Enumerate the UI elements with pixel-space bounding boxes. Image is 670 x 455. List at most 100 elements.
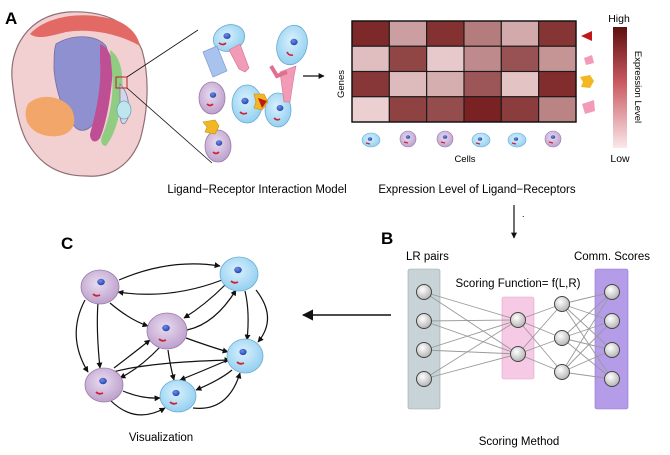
heatmap-cell-r4-c6	[538, 96, 577, 123]
cell-icon-5	[507, 132, 527, 148]
network-edge	[561, 303, 613, 351]
heatmap-cell-r4-c2	[388, 96, 428, 123]
graph-edge-5	[186, 289, 237, 331]
graph-edge-3	[109, 302, 149, 328]
graph-edge-2	[117, 279, 223, 296]
network-node-l3-n2	[554, 330, 570, 346]
cell-icon-3	[436, 130, 454, 148]
symbol-yellow-receptor	[580, 75, 594, 88]
symbol-red-ligand	[581, 31, 592, 41]
network-edge	[423, 319, 519, 322]
legend-color-bar	[613, 27, 627, 148]
label-scoring-function: Scoring Function= f(L,R)	[456, 278, 581, 290]
heatmap-y-label: Genes	[336, 70, 347, 98]
heatmap-cell-r3-c3	[426, 70, 465, 98]
communication-graph	[75, 256, 269, 416]
caption-model: Ligand−Receptor Interaction Model	[167, 184, 346, 196]
heatmap-cell-r2-c3	[426, 45, 465, 73]
heatmap-cell-r3-c1	[351, 70, 390, 98]
network-node-l4-n1	[604, 284, 620, 300]
graph-edge-11	[167, 349, 176, 381]
cell-purple-2	[204, 129, 232, 163]
network-node-l3-n3	[554, 364, 570, 380]
heatmap-cell-r4-c3	[426, 96, 465, 123]
graph-edge-14	[96, 301, 103, 369]
cell-icon-2	[399, 130, 417, 148]
network-edge	[561, 291, 613, 373]
network-edge	[561, 320, 613, 373]
graph-edge-15	[255, 289, 269, 343]
hidden-layer-box	[501, 296, 535, 380]
network-edge	[423, 319, 519, 380]
network-edge	[561, 371, 613, 380]
network-node-l4-n2	[604, 313, 620, 329]
receptor-blue	[202, 45, 228, 78]
heatmap-cell-r1-c6	[538, 20, 577, 47]
network-nodes	[416, 284, 620, 387]
cell-icon-4	[471, 132, 491, 148]
panel-label-a: A	[5, 9, 17, 28]
network-node-l1-n1	[416, 284, 432, 300]
graph-edge-10	[122, 390, 161, 402]
zoom-line-top	[126, 29, 199, 78]
receptor-pink-cup	[269, 64, 288, 79]
heatmap-cells	[351, 20, 577, 123]
network-edge	[561, 320, 613, 339]
graph-node-5	[84, 367, 124, 403]
ligand-red	[258, 98, 267, 108]
ligand-pink-1	[228, 43, 250, 73]
legend-title: Expression Level	[632, 51, 643, 123]
network-node-l1-n2	[416, 313, 432, 329]
network-edge	[561, 337, 613, 380]
heatmap-legend: High Low Expression Level	[608, 13, 643, 165]
graph-edge-19	[112, 357, 231, 373]
heatmap-cell-r2-c4	[463, 45, 502, 73]
lr-interaction-model	[198, 24, 308, 163]
receptor-yellow-1	[202, 119, 220, 135]
cell-blue-2	[276, 24, 308, 66]
graph-edge-16	[244, 290, 251, 341]
heatmap-cell-r4-c1	[351, 96, 390, 123]
graph-edge-8	[119, 346, 161, 379]
graph-edge-17	[109, 399, 166, 416]
cell-purple-1	[198, 81, 226, 115]
network-edge	[423, 291, 519, 321]
caption-expression: Expression Level of Ligand−Receptors	[378, 184, 575, 196]
heatmap-cell-icons	[361, 130, 562, 148]
graph-edges	[75, 262, 269, 416]
heatmap-cell-r2-c5	[500, 45, 540, 73]
heatmap-cell-r2-c6	[538, 45, 577, 73]
graph-node-3	[146, 312, 188, 350]
heatmap-cell-r1-c4	[463, 20, 502, 47]
heatmap: Genes Cells	[336, 20, 577, 165]
output-layer-box	[594, 268, 629, 410]
heatmap-cell-r2-c1	[351, 45, 390, 73]
heatmap-cell-r1-c1	[351, 20, 390, 47]
network-node-l1-n4	[416, 371, 432, 387]
network-node-l3-n1	[554, 296, 570, 312]
panel-label-c: C	[61, 234, 73, 253]
network-node-l4-n3	[604, 342, 620, 358]
heatmap-cell-r1-c3	[426, 20, 465, 47]
network-edge	[423, 353, 519, 380]
heatmap-cell-r1-c5	[500, 20, 540, 47]
network-edge	[561, 291, 613, 339]
network-node-l2-n1	[510, 312, 526, 328]
network-edge	[423, 320, 519, 355]
network-edge	[517, 303, 563, 355]
network-node-l1-n3	[416, 342, 432, 358]
graph-edge-13	[75, 299, 89, 373]
network-edge	[561, 291, 613, 305]
heatmap-cell-r3-c6	[538, 70, 577, 98]
network-node-l2-n2	[510, 346, 526, 362]
graph-node-4	[226, 338, 264, 374]
label-lr-pairs: LR pairs	[406, 251, 449, 263]
network-edge	[561, 337, 613, 351]
legend-low: Low	[610, 153, 630, 165]
heatmap-cell-r4-c4	[463, 96, 502, 123]
graph-node-6	[159, 379, 197, 413]
legend-high: High	[608, 13, 630, 25]
graph-edge-1	[118, 262, 221, 281]
network-edge	[561, 303, 613, 322]
